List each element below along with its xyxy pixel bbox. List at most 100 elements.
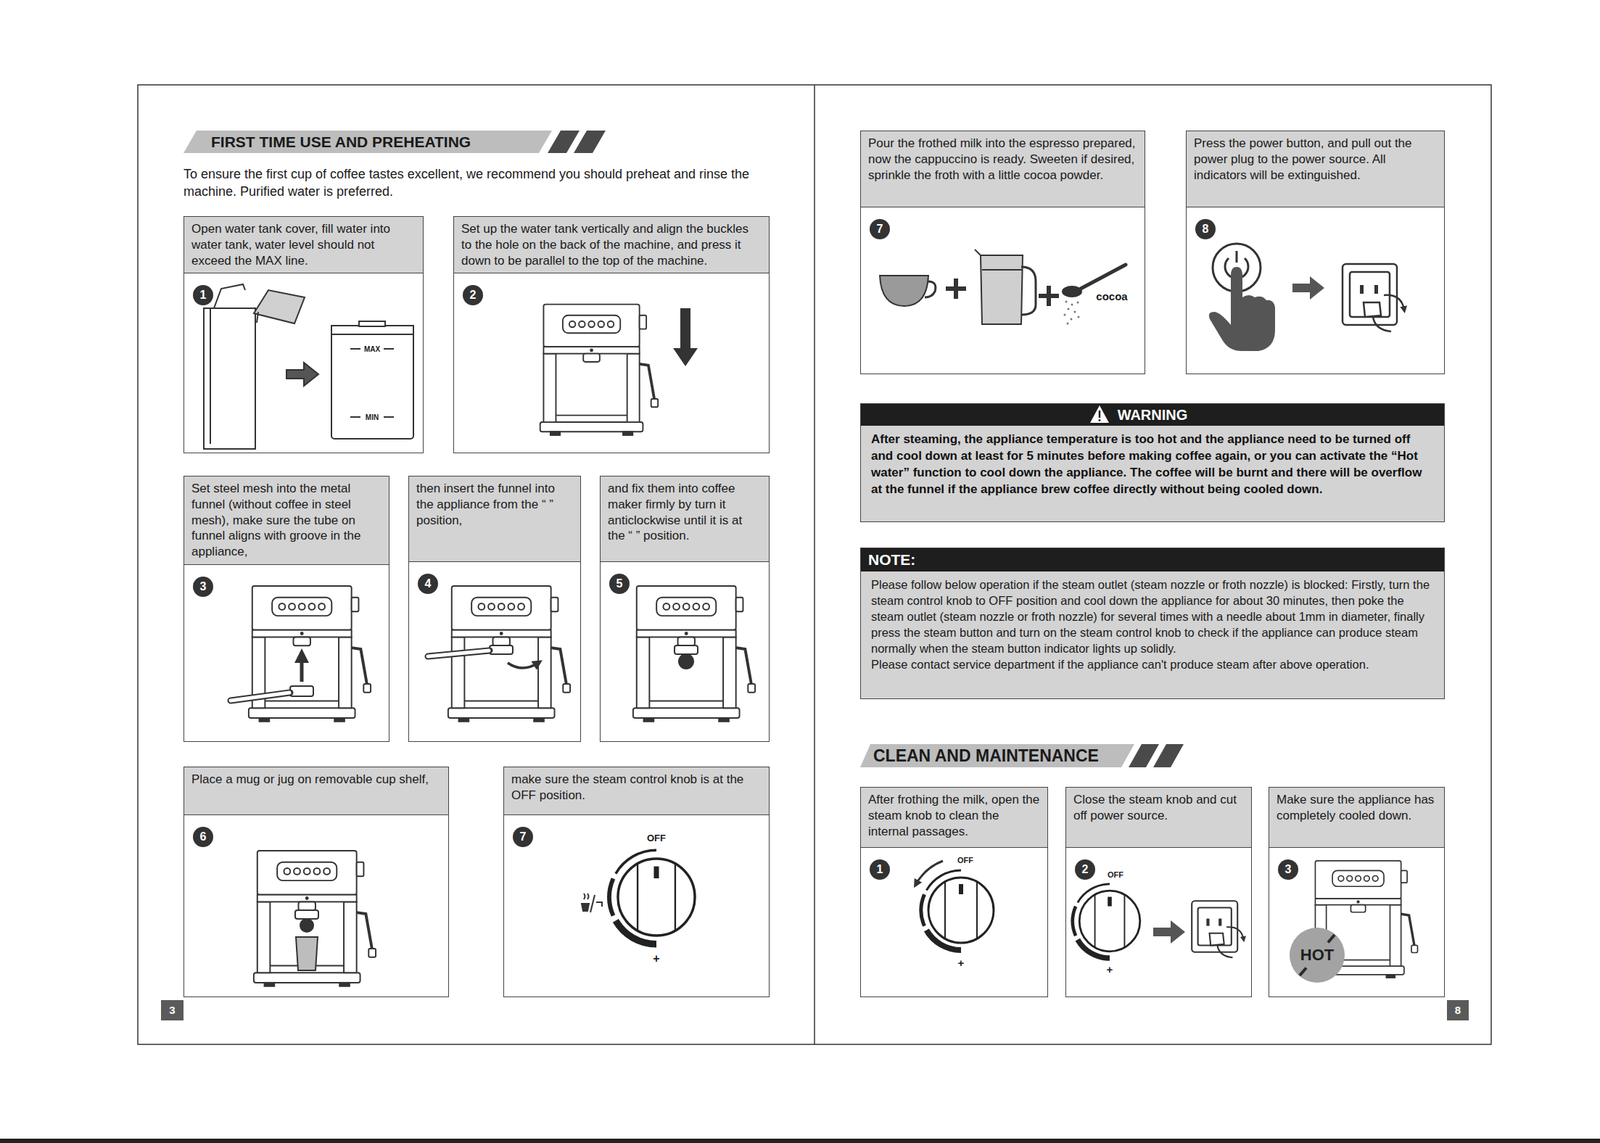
step-number-circle: 7 (512, 826, 534, 848)
funnel-steps-illustration (230, 692, 290, 701)
page-frame (813, 84, 816, 1045)
funnel-steps-illustration (633, 586, 756, 722)
water-tank-illustration (359, 321, 386, 327)
step-panel: 2 Set up the water tank vertically and al… (453, 216, 770, 454)
cappuccino-illustration (974, 249, 981, 256)
funnel-steps-illustration (674, 645, 698, 655)
note-box: NOTE:Please follow below operation if th… (860, 547, 1445, 700)
warning-icon (1098, 410, 1101, 418)
funnel-steps-illustration (230, 586, 756, 722)
step-number: 1 (869, 859, 890, 880)
cappuccino-illustration (1080, 264, 1126, 289)
step-panel: 3Set steel mesh into the metal funnel (w… (183, 475, 390, 742)
page-frame (0, 84, 1600, 1143)
step-instruction: make sure the steam control knob is at t… (504, 767, 769, 816)
step-number-circle: 5 (609, 573, 630, 595)
step-instruction: Set up the water tank vertically and ali… (454, 216, 769, 274)
funnel-steps-illustration (248, 586, 371, 722)
warning-heading: WARNING (860, 403, 1445, 426)
warning-icon (1098, 419, 1101, 422)
prohibition-slash (1299, 968, 1307, 977)
note-text: Please contact service department if the… (860, 657, 1445, 679)
section-title: CLEAN AND MAINTENANCE (860, 744, 1199, 768)
step-instruction: and fix them into coffee maker firmly by… (600, 476, 769, 563)
clean-steps-illustration (921, 870, 994, 951)
step-number: 5 (609, 573, 630, 595)
page-number: 3 (161, 1000, 184, 1021)
cappuccino-illustration (1064, 300, 1080, 325)
water-tank-illustration (203, 284, 414, 449)
cappuccino-illustration (953, 278, 959, 299)
step-number-circle: 2 (1074, 859, 1096, 880)
steam-knob-illustration (590, 895, 595, 913)
warning-box: WARNINGAfter steaming, the appliance tem… (860, 403, 1445, 523)
page-number: 8 (1446, 1000, 1469, 1021)
step-panel: 7Pour the frothed milk into the espresso… (860, 130, 1146, 375)
step-instruction: Open water tank cover, fill water into w… (184, 216, 423, 274)
tank-level-mark: MAX (364, 345, 381, 354)
cappuccino-illustration (1065, 300, 1068, 304)
note-heading: NOTE: (860, 548, 1445, 572)
machine-setup-illustration (540, 304, 698, 436)
warning-text: After steaming, the appliance temperatur… (860, 425, 1445, 505)
cappuccino-illustration (1071, 303, 1074, 307)
water-tank-illustration (256, 311, 259, 323)
water-tank-illustration (331, 328, 414, 439)
step-instruction: Press the power button, and pull out the… (1186, 131, 1445, 208)
funnel-steps-illustration (678, 654, 694, 669)
cappuccino-illustration (1067, 308, 1070, 311)
power-off-illustration (1292, 276, 1325, 300)
steam-knob-illustration (609, 850, 695, 945)
step-panel: 1 Open water tank cover, fill water into … (183, 216, 424, 454)
power-off-illustration (1342, 264, 1405, 332)
step-number: 1 (192, 285, 214, 306)
funnel-steps-illustration (300, 655, 304, 682)
steam-knob-illustration (581, 893, 602, 913)
step-instruction: then insert the funnel into the applianc… (409, 476, 581, 563)
power-off-illustration (1235, 250, 1239, 263)
cappuccino-illustration (1066, 322, 1070, 325)
cappuccino-illustration (1077, 316, 1080, 319)
step-number-circle: 6 (192, 826, 214, 848)
step-number-circle: 2 (462, 285, 484, 306)
band-shape (1128, 744, 1160, 768)
cappuccino-illustration (1077, 301, 1080, 304)
section-title: FIRST TIME USE AND PREHEATING (183, 130, 613, 154)
cappuccino-illustration (879, 249, 1126, 325)
step-panel: 1 After frothing the milk, open the steam… (860, 786, 1049, 998)
step-number: 2 (1074, 859, 1096, 880)
page-frame (137, 84, 1492, 1045)
water-tank-illustration (253, 290, 305, 324)
funnel-steps-illustration (230, 692, 291, 701)
step-instruction: After frothing the milk, open the steam … (860, 787, 1048, 848)
water-tank-illustration (350, 348, 361, 350)
power-off-illustration (1209, 243, 1405, 352)
knob-scale-label: OFF (957, 855, 974, 865)
page-number-box: 8 (1446, 1000, 1469, 1021)
warning-icon (1090, 405, 1109, 423)
band-shape (573, 130, 606, 154)
step-panel: 4 then insert the funnel into the applian… (408, 475, 581, 742)
cup-on-shelf-illustration (295, 910, 319, 919)
step-number-circle: 4 (417, 573, 439, 595)
knob-scale-label: + (958, 957, 965, 970)
steam-knob-illustration (596, 902, 602, 907)
band-shape (547, 130, 580, 154)
cup-on-shelf-illustration (253, 850, 376, 987)
cappuccino-illustration (982, 269, 1022, 271)
steam-knob-illustration (583, 893, 589, 900)
knob-scale-label: + (1106, 963, 1114, 977)
step-panel: 2Close the steam knob and cut off power … (1065, 786, 1252, 998)
tank-level-mark: MIN (365, 413, 379, 422)
step-number: 7 (869, 219, 890, 240)
cappuccino-illustration (1021, 266, 1036, 315)
funnel-steps-illustration (507, 662, 539, 668)
step-panel: 8 Press the power button, and pull out th… (1185, 130, 1445, 375)
cappuccino-illustration (1070, 318, 1073, 321)
section-band: FIRST TIME USE AND PREHEATING (183, 130, 613, 154)
cappuccino-illustration (1046, 285, 1051, 307)
step-number-circle: 7 (869, 219, 890, 240)
water-tank-illustration (209, 308, 212, 444)
step-instruction: Set steel mesh into the metal funnel (wi… (184, 476, 389, 566)
step-number-circle: 8 (1195, 219, 1216, 240)
